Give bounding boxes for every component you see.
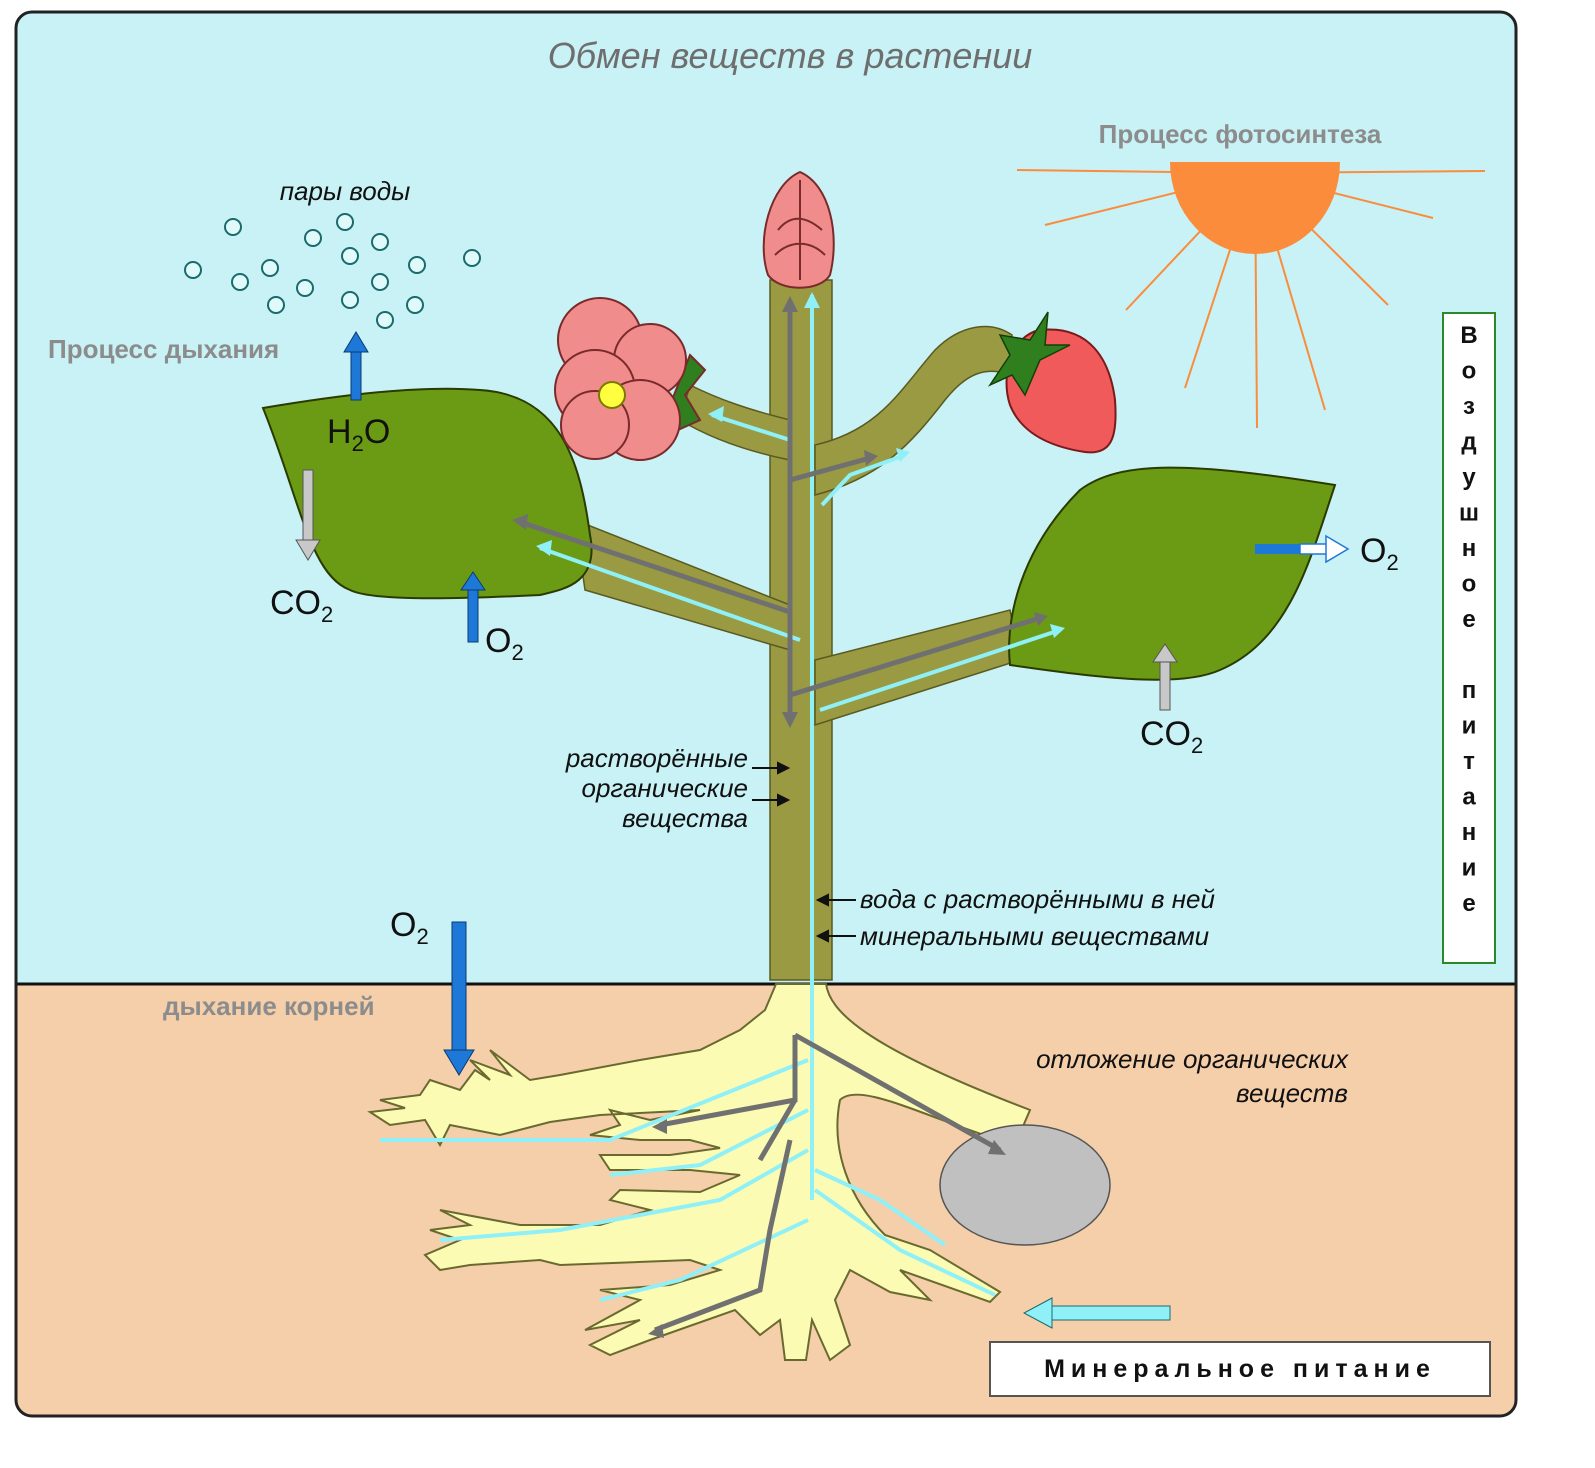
air-nutrition-letter: и (1462, 855, 1477, 882)
sun-icon (1016, 162, 1486, 429)
air-nutrition-letter: д (1461, 429, 1476, 456)
air-nutrition-letter: у (1462, 464, 1476, 491)
water-label-line1: вода с растворёнными в ней (860, 884, 1215, 914)
co2-down-arrow-left (295, 469, 321, 561)
h2o-label: H2O (327, 413, 390, 456)
mineral-nutrition-label: Минеральное питание (1044, 1355, 1436, 1383)
mineral-arrow (1022, 1297, 1171, 1329)
air-nutrition-letter: о (1462, 571, 1477, 598)
air-nutrition-letter: В (1460, 322, 1477, 349)
left-leaf (261, 387, 593, 600)
strawberry-icon (987, 311, 1117, 454)
organic-label-line3: вещества (622, 803, 748, 833)
storage-label-line2: веществ (1236, 1078, 1348, 1108)
frame (14, 10, 1518, 1418)
mineral-nutrition-box (989, 1341, 1491, 1397)
o2-label-right-leaf: O2 (1360, 532, 1399, 575)
o2-up-arrow-left (460, 571, 486, 643)
xylem-flow (380, 295, 1061, 1302)
air-nutrition-letter: т (1463, 748, 1475, 775)
air-nutrition-letter: з (1463, 393, 1475, 420)
water-label-line2: минеральными веществами (860, 921, 1209, 951)
air-nutrition-letter: н (1462, 535, 1477, 562)
air-nutrition-box (1442, 312, 1496, 964)
organic-label-line1: растворённые (565, 743, 748, 773)
xylem-arrowheads (536, 292, 1065, 638)
co2-up-arrow-right (1152, 643, 1178, 711)
air-nutrition-letter: п (1462, 677, 1477, 704)
air-nutrition-letter: а (1462, 784, 1476, 811)
storage-label-line1: отложение органических (1036, 1044, 1349, 1074)
photosynthesis-label: Процесс фотосинтеза (1099, 119, 1382, 149)
organic-pointers (752, 761, 791, 807)
air-nutrition-letter: ш (1459, 500, 1479, 527)
air-nutrition-letter: е (1462, 890, 1475, 917)
water-pointers (815, 893, 856, 943)
diagram-title: Обмен веществ в растении (548, 35, 1033, 76)
bud-icon (762, 170, 835, 289)
h2o-up-arrow (343, 331, 369, 401)
o2-label-left-leaf: O2 (485, 622, 524, 665)
air-nutrition-letter (1466, 642, 1473, 669)
o2-right-arrow (1255, 534, 1350, 564)
water-vapor-label: пары воды (280, 176, 411, 206)
flower-icon (554, 297, 707, 461)
air-nutrition-letter: и (1462, 713, 1477, 740)
co2-label-left: CO2 (270, 584, 333, 627)
air-nutrition-letter: о (1462, 358, 1477, 385)
organic-label-line2: органические (582, 773, 749, 803)
o2-label-root: O2 (390, 906, 429, 949)
phloem-flow (519, 300, 1041, 1333)
storage-tuber (939, 1124, 1111, 1246)
o2-down-arrow-root (443, 921, 475, 1076)
phloem-arrowheads (512, 296, 1048, 1338)
root-respiration-label: дыхание корней (163, 991, 375, 1021)
water-vapor-bubbles (184, 213, 481, 329)
air-nutrition-letter: н (1462, 819, 1477, 846)
respiration-label: Процесс дыхания (48, 334, 279, 364)
right-leaf (1008, 466, 1337, 681)
air-nutrition-letter: е (1462, 606, 1475, 633)
co2-label-right: CO2 (1140, 715, 1203, 758)
